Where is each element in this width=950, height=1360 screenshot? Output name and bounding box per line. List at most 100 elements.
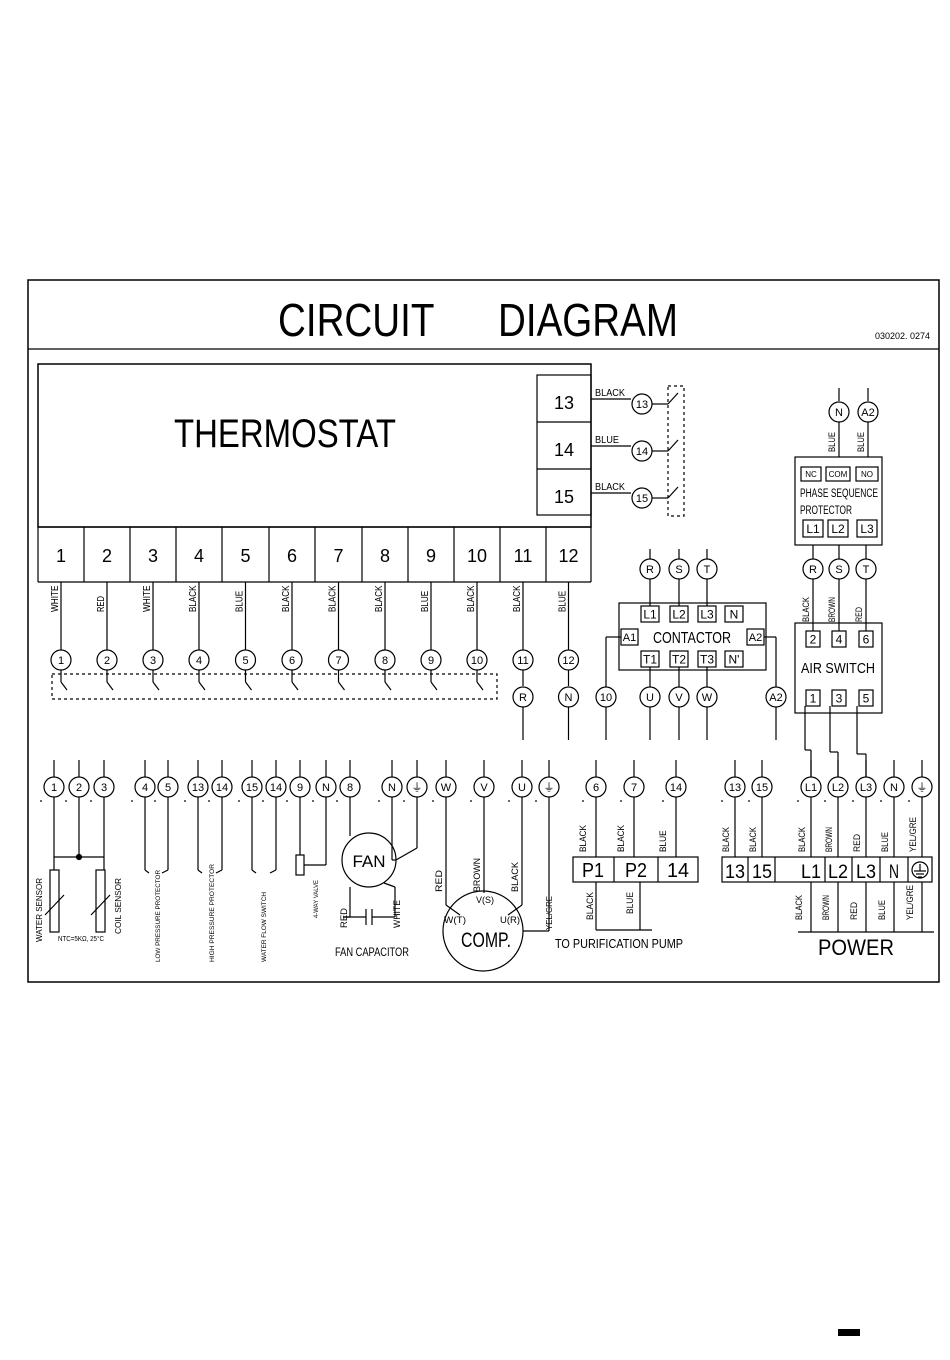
out-node-11: 11 xyxy=(512,649,534,671)
air-switch-bottom-1: 1 xyxy=(805,689,821,707)
thermostat-wire-color-3: WHITE xyxy=(142,585,153,612)
bus-node-9: 9 xyxy=(420,649,442,671)
relay-contact xyxy=(667,439,679,452)
pump-label: TO PURIFICATION PUMP xyxy=(555,937,683,951)
air-switch-bottom-3: 3 xyxy=(831,689,847,707)
node-label: 13 xyxy=(636,399,648,411)
comp-term-u: U(R) xyxy=(500,915,520,925)
node-label: V xyxy=(480,782,488,794)
terminal-label: 5 xyxy=(863,691,870,705)
thermostat-terminal-10: 10 xyxy=(467,546,487,566)
terminal-box xyxy=(640,605,660,623)
pump-bottom-wire-black: BLACK xyxy=(585,892,595,920)
bottom-node-13: N xyxy=(381,776,403,798)
thermostat-wire-color-8: BLACK xyxy=(374,585,385,612)
pump-terminal-P2: P2 xyxy=(625,860,647,882)
phase-label-2: PROTECTOR xyxy=(800,505,852,517)
terminal-box xyxy=(805,630,821,648)
dot-marker xyxy=(582,800,584,802)
ground-symbol xyxy=(911,861,929,879)
node-label: L2 xyxy=(832,782,844,794)
dot-marker xyxy=(154,800,156,802)
node-label: S xyxy=(675,564,682,576)
power-terminal-15: 15 xyxy=(752,862,772,883)
node-label: 11 xyxy=(517,655,528,667)
node-label: 1 xyxy=(58,655,64,667)
contactor-label: CONTACTOR xyxy=(653,630,731,647)
thermostat-wire-color-9: BLUE xyxy=(420,591,431,612)
connector-pin xyxy=(245,681,252,691)
node-label: 8 xyxy=(347,782,353,794)
connector-housing xyxy=(51,673,498,700)
fan-wire-white: WHITE xyxy=(392,900,402,928)
thermostat-wire-color-2: RED xyxy=(96,596,107,612)
contactor-terminal-T3: T3 xyxy=(697,650,717,668)
pump-wire-color: BLACK xyxy=(616,825,626,852)
terminal-label: T2 xyxy=(672,652,686,666)
node-label: 14 xyxy=(270,782,282,794)
fan-label: FAN xyxy=(352,852,385,871)
wire xyxy=(269,869,277,874)
comp-wire-brown: BROWN xyxy=(472,858,482,892)
dot-marker xyxy=(824,800,826,802)
node-label: 13 xyxy=(192,782,204,794)
phase-top-node-A2: A2 xyxy=(857,401,879,423)
relay-wire-color: BLACK xyxy=(595,388,625,399)
relay-node-15: 15 xyxy=(631,487,653,509)
dot-marker xyxy=(336,800,338,802)
contactor-terminal-L2: L2 xyxy=(669,605,689,623)
contactor-side-node-A2: A2 xyxy=(765,686,787,708)
terminal-box xyxy=(858,630,874,648)
bottom-node-10: 9 xyxy=(289,776,311,798)
dot-marker xyxy=(620,800,622,802)
air-switch-input-R: R xyxy=(802,558,824,580)
relay-wire-color: BLUE xyxy=(595,435,619,446)
phase-contact-no: NO xyxy=(855,466,879,482)
contactor-terminal-T1: T1 xyxy=(640,650,660,668)
bottom-node-25: L2 xyxy=(827,776,849,798)
comp-label: COMP. xyxy=(461,929,511,952)
dot-marker xyxy=(90,800,92,802)
power-terminal-N: N xyxy=(889,862,899,883)
bottom-node-7: 14 xyxy=(211,776,233,798)
thermostat-terminal-2: 2 xyxy=(102,546,112,566)
terminal-label: T1 xyxy=(643,652,657,666)
bottom-node-17: U xyxy=(511,776,533,798)
thermostat-terminal-11: 11 xyxy=(514,546,533,566)
node-label: 3 xyxy=(101,782,107,794)
node-label: U xyxy=(518,782,526,794)
dot-marker xyxy=(262,800,264,802)
dot-marker xyxy=(432,800,434,802)
terminal-box xyxy=(724,605,744,623)
valve-coil-symbol xyxy=(295,854,305,876)
dot-marker xyxy=(131,800,133,802)
bottom-node-8: 15 xyxy=(241,776,263,798)
contactor-side-node-10: 10 xyxy=(595,686,617,708)
fan-capacitor-label: FAN CAPACITOR xyxy=(335,947,409,959)
node-label: 14 xyxy=(216,782,228,794)
comp-wire-yel-gre: YEL/GRE xyxy=(545,896,554,930)
thermostat-terminal-9: 9 xyxy=(426,546,436,566)
dot-marker xyxy=(748,800,750,802)
thermostat-label: THERMOSTAT xyxy=(174,412,396,456)
power-bottom-wire-color: BLACK xyxy=(794,895,804,920)
comp-wire-red: RED xyxy=(434,869,444,892)
bottom-node-28: ⏚ xyxy=(911,776,933,798)
node-label: ⏚ xyxy=(544,781,555,794)
connector-pin xyxy=(291,681,299,691)
bottom-node-23: 15 xyxy=(751,776,773,798)
relay-terminal-14: 14 xyxy=(554,440,574,460)
bus-node-3: 3 xyxy=(142,649,164,671)
bottom-node-21: 14 xyxy=(665,776,687,798)
node-label: 15 xyxy=(636,493,648,505)
comp-term-v: V(S) xyxy=(476,895,494,905)
contactor-output-V: V xyxy=(668,686,690,708)
comp-term-w: W(T) xyxy=(444,915,466,925)
phase-label-1: PHASE SEQUENCE xyxy=(800,488,878,500)
dot-marker xyxy=(880,800,882,802)
phase-contact-nc: NC xyxy=(800,466,822,482)
terminal-label: L3 xyxy=(700,607,714,621)
node-label: 8 xyxy=(382,655,388,667)
